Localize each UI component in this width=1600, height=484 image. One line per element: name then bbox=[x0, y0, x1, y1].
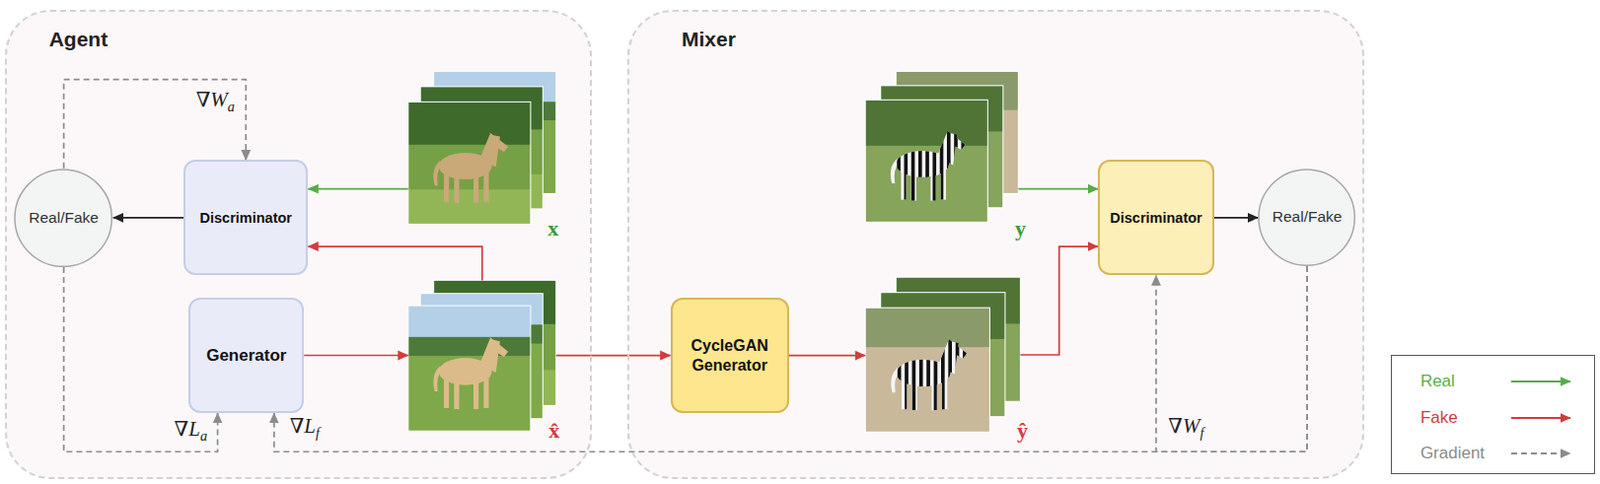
photo-edge bbox=[408, 101, 531, 224]
gradient-label: ∇Wf bbox=[1165, 415, 1206, 442]
legend-text: Fake bbox=[1420, 408, 1458, 429]
gradient-subscript: f bbox=[1200, 425, 1205, 441]
flow-arrow bbox=[556, 355, 671, 358]
region-ground bbox=[627, 9, 1365, 479]
legend-text: Gradient bbox=[1420, 443, 1485, 464]
node-label: Real/Fake bbox=[1272, 208, 1343, 226]
circle-outline bbox=[13, 168, 113, 268]
photo-edge bbox=[408, 305, 531, 432]
gradient-label-box: ∇La bbox=[172, 417, 210, 444]
horse-images bbox=[408, 71, 557, 224]
image-label: x bbox=[547, 216, 559, 242]
zebra-photo bbox=[865, 99, 988, 222]
gradient-label-box: ∇Wa bbox=[194, 88, 237, 116]
node-label: Generator bbox=[206, 345, 287, 366]
image-label: ŷ bbox=[1017, 418, 1028, 444]
flow-arrow bbox=[113, 217, 184, 219]
region-ground bbox=[4, 9, 592, 479]
photo-edge bbox=[865, 99, 988, 222]
node-label: CycleGAN Generator bbox=[677, 336, 783, 376]
group-region: MixerCycleGAN GeneratoryŷDiscriminatorRe… bbox=[627, 9, 1365, 480]
group-region: AgentReal/Fake DiscriminatorGenerator x x̂ bbox=[4, 9, 592, 480]
flow-arrow bbox=[307, 246, 482, 281]
legend-sample bbox=[1511, 446, 1575, 461]
output-circle: Real/Fake bbox=[13, 168, 113, 268]
gradient-label: ∇Wa bbox=[194, 88, 237, 116]
legend-sample bbox=[1511, 374, 1575, 389]
node-label: Discriminator bbox=[200, 209, 292, 227]
node-label: Real/Fake bbox=[28, 209, 99, 227]
flow-arrow bbox=[789, 355, 867, 358]
flow-arrow bbox=[303, 355, 409, 358]
legend-arrow bbox=[1511, 417, 1571, 420]
output-circle: Real/Fake bbox=[1257, 168, 1356, 267]
gradient-symbol: ∇L bbox=[174, 417, 201, 441]
gradient-arrow bbox=[64, 267, 219, 452]
image-label: y bbox=[1015, 216, 1026, 242]
node-label: Discriminator bbox=[1109, 209, 1202, 227]
process-box: Generator bbox=[188, 297, 304, 414]
legend-sample bbox=[1511, 411, 1575, 426]
zebra-images bbox=[865, 71, 1019, 222]
gradient-subscript: f bbox=[315, 425, 320, 441]
gradient-subscript: a bbox=[200, 427, 208, 443]
region-title: Agent bbox=[49, 27, 109, 52]
process-box: CycleGAN Generator bbox=[670, 297, 790, 414]
generated-zebra-images bbox=[865, 277, 1020, 433]
gradient-symbol: ∇W bbox=[196, 88, 228, 113]
flow-arrow bbox=[1214, 217, 1258, 219]
gradient-symbol: ∇W bbox=[1167, 415, 1200, 439]
legend-arrow bbox=[1511, 380, 1571, 383]
horse-photo bbox=[408, 305, 531, 432]
image-stack: y bbox=[865, 71, 1019, 222]
photo-edge bbox=[865, 307, 990, 433]
gradient-label-box: ∇Wf bbox=[1165, 415, 1206, 442]
flow-arrow bbox=[307, 188, 408, 191]
flow-arrow bbox=[1019, 246, 1098, 356]
legend-box: RealFakeGradient bbox=[1390, 355, 1596, 475]
generated-horse-images bbox=[408, 280, 557, 432]
gradient-label-box: ∇Lf bbox=[288, 415, 322, 442]
image-stack: x̂ bbox=[408, 280, 557, 432]
circle-outline bbox=[14, 169, 112, 267]
image-stack: ŷ bbox=[865, 277, 1020, 433]
gradient-subscript: a bbox=[227, 98, 235, 115]
gradient-arrow bbox=[274, 266, 1308, 452]
horse-photo bbox=[408, 101, 531, 224]
gradient-label: ∇Lf bbox=[288, 415, 322, 442]
gradient-label: ∇La bbox=[172, 417, 210, 444]
gradient-arrow bbox=[64, 79, 247, 169]
region-title: Mixer bbox=[681, 27, 736, 52]
gradient-arrow bbox=[1156, 266, 1308, 452]
zebra-photo bbox=[865, 307, 990, 433]
process-box: Discriminator bbox=[1097, 159, 1215, 276]
circle-outline bbox=[1257, 168, 1356, 267]
image-stack: x bbox=[408, 71, 557, 224]
legend-arrow bbox=[1511, 452, 1571, 455]
flow-arrow bbox=[1018, 188, 1098, 191]
gradient-symbol: ∇L bbox=[290, 415, 316, 439]
process-box: Discriminator bbox=[183, 159, 308, 276]
circle-outline bbox=[1258, 169, 1355, 266]
legend-text: Real bbox=[1420, 371, 1455, 392]
image-label: x̂ bbox=[548, 418, 560, 444]
